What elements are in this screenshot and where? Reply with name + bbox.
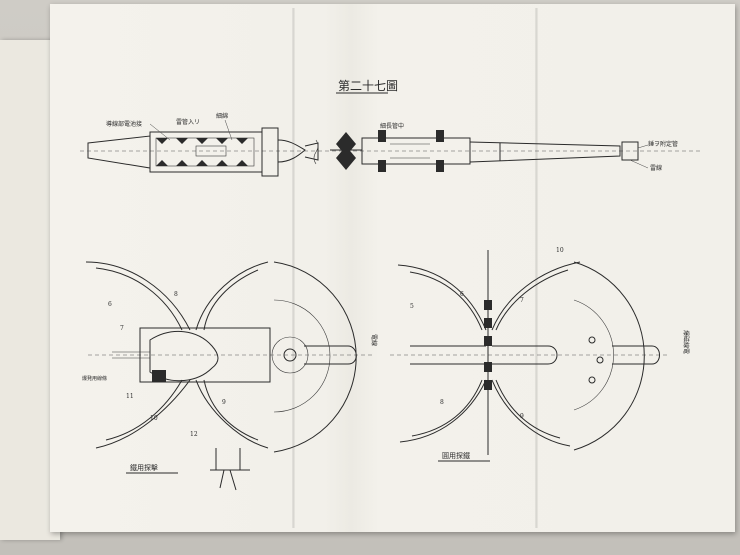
left-dim-3: 8 (174, 291, 178, 298)
figure-title-text: 第二十七圖 (338, 79, 398, 93)
callout-left-2: 雷管入リ (176, 118, 200, 126)
left-grapnel-view (85, 261, 375, 491)
fold-crease-right (535, 8, 538, 528)
cable-assembly (80, 127, 700, 177)
left-view-side-note: 爆発用線條 (82, 375, 107, 382)
left-view-caption: 鐵用探擊 (130, 463, 158, 472)
left-view-labels: 鐵用探擊 電線 爆発用線條 6 7 8 9 10 11 12 (82, 291, 378, 474)
assembly-callouts: 導線部電池接 雷管入リ 細綿 細長管中 錘ヲ附定管 雷線 (106, 112, 678, 172)
right-view-side-label: 爆磁線電 (682, 330, 690, 354)
left-dim-7: 12 (190, 431, 198, 438)
left-dim-6: 11 (126, 393, 134, 400)
right-dim-4: 8 (440, 399, 444, 406)
drawing-sheet (50, 4, 735, 532)
right-dim-1: 5 (410, 303, 414, 310)
right-dim-6: 10 (556, 247, 564, 254)
callout-middle: 細長管中 (380, 122, 404, 130)
left-view-side-label: 電線 (370, 334, 378, 346)
right-dim-3: 7 (520, 297, 524, 304)
right-dim-5: 9 (520, 413, 524, 420)
left-dim-5: 10 (150, 415, 158, 422)
right-dim-2: 6 (460, 291, 464, 298)
figure-title: 第二十七圖 (336, 79, 398, 94)
left-dim-2: 7 (120, 325, 124, 332)
callout-right-2: 雷線 (650, 164, 662, 172)
callout-left-1: 導線部電池接 (106, 120, 142, 128)
left-dim-4: 9 (222, 399, 226, 406)
left-dim-1: 6 (108, 301, 112, 308)
coupling-joint (330, 132, 362, 170)
callout-left-3: 細綿 (216, 112, 228, 120)
hatched-insulation (156, 138, 248, 166)
callout-right-1: 錘ヲ附定管 (648, 140, 678, 148)
right-grapnel-view (390, 250, 670, 455)
right-view-caption: 圓用探鐵 (442, 451, 470, 460)
right-view-labels: 圓用探鐵 爆磁線電 5 6 7 8 9 10 (410, 247, 690, 462)
fold-crease-left (292, 8, 295, 528)
